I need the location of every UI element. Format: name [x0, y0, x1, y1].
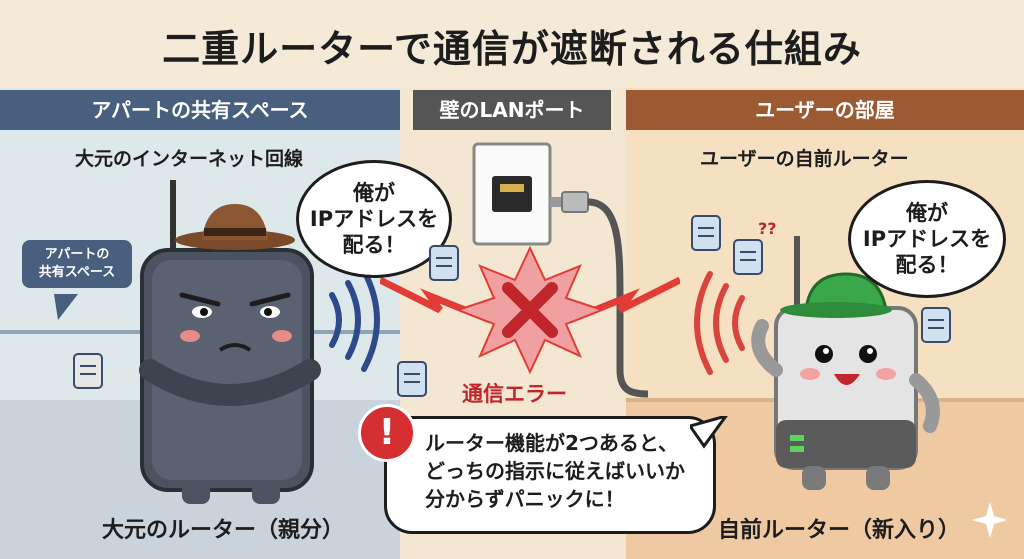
cap-icon [780, 272, 892, 318]
warning-icon: ! [358, 404, 416, 462]
section-right-label: ユーザーの部屋 [626, 90, 1024, 130]
main-router-speech: 俺が IPアドレスを 配る！ [296, 160, 452, 278]
section-middle-label: 壁のLANポート [413, 90, 611, 130]
lan-port-icon [472, 142, 649, 398]
document-icon [921, 307, 951, 343]
signal-waves-icon [694, 271, 745, 375]
warning-box-tail [690, 416, 728, 449]
cowboy-hat-icon [175, 204, 295, 250]
document-icon [397, 361, 427, 397]
own-router-speech: 俺が IPアドレスを 配る！ [848, 180, 1006, 298]
svg-text:??: ?? [758, 219, 777, 238]
page-title: 二重ルーターで通信が遮断される仕組み [162, 27, 862, 71]
main-router-caption: 大元のルーター（親分） [102, 518, 345, 543]
main-router-character [139, 180, 321, 504]
error-label: 通信エラー [462, 382, 567, 406]
document-icon [733, 239, 763, 275]
section-left-label: アパートの共有スペース [0, 90, 400, 130]
document-icon [73, 353, 103, 389]
collision-graphic [380, 245, 680, 375]
shared-space-tag: アパートの 共有スペース [22, 240, 132, 288]
tag-pointer [54, 294, 78, 320]
document-icon [691, 215, 721, 251]
own-router-character [751, 236, 940, 490]
warning-message: ルーター機能が2つあると、 どっちの指示に従えばいいか 分からずパニックに！ [384, 416, 716, 534]
left-subheading: 大元のインターネット回線 [75, 148, 304, 170]
right-subheading: ユーザーの自前ルーター [700, 148, 909, 170]
cross-icon [502, 282, 558, 338]
signal-waves-icon [329, 268, 380, 372]
question-marks-icon: ?? [758, 219, 777, 238]
document-icon [429, 245, 459, 281]
sparkle-icon [972, 502, 1008, 538]
own-router-caption: 自前ルーター（新入り） [718, 518, 961, 543]
